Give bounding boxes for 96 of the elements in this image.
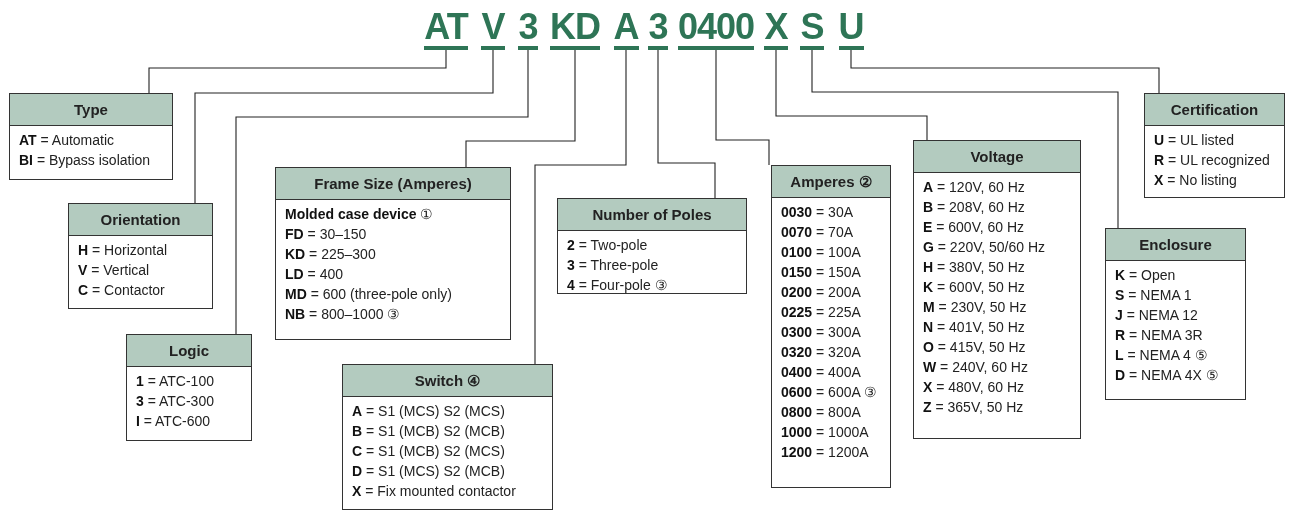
code-option: D = S1 (MCS) S2 (MCB) [352, 461, 505, 481]
code-segment: 0400 [677, 8, 755, 50]
connector-line [811, 49, 1119, 229]
code-option: M = 230V, 50 Hz [923, 297, 1027, 317]
code-option: NB = 800–1000 ③ [285, 304, 401, 324]
code-option: 1200 = 1200A [781, 442, 869, 462]
code-option: 0200 = 200A [781, 282, 861, 302]
table-heading: Enclosure [1106, 229, 1245, 261]
connector-line [850, 49, 1160, 94]
code-option: 0600 = 600A ③ [781, 382, 877, 402]
code-option: 4 = Four-pole ③ [567, 275, 668, 295]
code-option: N = 401V, 50 Hz [923, 317, 1025, 337]
code-option: L = NEMA 4 ⑤ [1115, 345, 1208, 365]
code-option: E = 600V, 60 Hz [923, 217, 1025, 237]
connector-line [194, 49, 494, 204]
code-option: Molded case device ① [285, 204, 434, 224]
code-option: 0100 = 100A [781, 242, 861, 262]
code-option: W = 240V, 60 Hz [923, 357, 1028, 377]
code-option: H = 380V, 50 Hz [923, 257, 1025, 277]
code-option: KD = 225–300 [285, 244, 376, 264]
code-option: H = Horizontal [78, 240, 168, 260]
code-option: X = Fix mounted contactor [352, 481, 516, 501]
code-table [9, 93, 173, 180]
code-table [1144, 93, 1285, 198]
code-option: 0030 = 30A [781, 202, 854, 222]
code-option: O = 415V, 50 Hz [923, 337, 1026, 357]
code-segment: V [481, 8, 505, 50]
code-option: 0225 = 225A [781, 302, 861, 322]
code-option: 0300 = 300A [781, 322, 861, 342]
code-segment: S [800, 8, 824, 50]
code-option: Z = 365V, 50 Hz [923, 397, 1024, 417]
code-option: B = 208V, 60 Hz [923, 197, 1025, 217]
code-segment: U [838, 8, 864, 50]
code-option: 0400 = 400A [781, 362, 861, 382]
code-table [557, 198, 747, 294]
code-option: 3 = ATC-300 [136, 391, 214, 411]
code-segment: KD [550, 8, 600, 50]
code-segment: AT [424, 8, 468, 50]
connector-line [148, 49, 447, 94]
code-option: X = 480V, 60 Hz [923, 377, 1025, 397]
code-option: V = Vertical [78, 260, 150, 280]
table-heading: Frame Size (Amperes) [276, 168, 510, 200]
connector-line [657, 49, 716, 199]
code-option: LD = 400 [285, 264, 343, 284]
code-option: AT = Automatic [19, 130, 115, 150]
table-heading: Type [10, 94, 172, 126]
code-option: G = 220V, 50/60 Hz [923, 237, 1046, 257]
table-heading: Number of Poles [558, 199, 746, 231]
code-table [771, 165, 891, 488]
code-option: J = NEMA 12 [1115, 305, 1198, 325]
code-option: D = NEMA 4X ⑤ [1115, 365, 1219, 385]
code-option: C = Contactor [78, 280, 165, 300]
code-option: 0800 = 800A [781, 402, 861, 422]
code-option: 2 = Two-pole [567, 235, 648, 255]
code-table [913, 140, 1081, 439]
connector-line [715, 49, 770, 166]
table-heading: Certification [1145, 94, 1284, 126]
code-table [68, 203, 213, 309]
code-table [126, 334, 252, 441]
code-option: R = UL recognized [1154, 150, 1270, 170]
code-segment: 3 [648, 8, 668, 50]
connector-line [235, 49, 529, 335]
code-option: 1000 = 1000A [781, 422, 869, 442]
code-option: FD = 30–150 [285, 224, 367, 244]
code-option: 0070 = 70A [781, 222, 854, 242]
code-option: X = No listing [1154, 170, 1237, 190]
code-option: 1 = ATC-100 [136, 371, 214, 391]
code-option: C = S1 (MCB) S2 (MCS) [352, 441, 505, 461]
code-option: B = S1 (MCB) S2 (MCB) [352, 421, 505, 441]
code-option: A = 120V, 60 Hz [923, 177, 1025, 197]
code-segment: X [764, 8, 788, 50]
code-table [1105, 228, 1246, 400]
code-option: A = S1 (MCS) S2 (MCS) [352, 401, 505, 421]
code-segment: 3 [518, 8, 538, 50]
code-table [342, 364, 553, 510]
connector-line [465, 49, 576, 168]
code-option: K = Open [1115, 265, 1176, 285]
code-option: K = 600V, 50 Hz [923, 277, 1025, 297]
code-option: U = UL listed [1154, 130, 1235, 150]
code-option: BI = Bypass isolation [19, 150, 151, 170]
code-option: I = ATC-600 [136, 411, 211, 431]
table-heading: Switch ④ [343, 365, 552, 397]
code-option: MD = 600 (three-pole only) [285, 284, 452, 304]
code-segment: A [613, 8, 639, 50]
code-option: 0150 = 150A [781, 262, 861, 282]
table-heading: Amperes ② [772, 166, 890, 198]
code-table [275, 167, 511, 340]
connector-line [534, 49, 627, 365]
table-heading: Voltage [914, 141, 1080, 173]
code-option: S = NEMA 1 [1115, 285, 1192, 305]
code-option: 0320 = 320A [781, 342, 861, 362]
code-option: R = NEMA 3R [1115, 325, 1203, 345]
table-heading: Logic [127, 335, 251, 367]
table-heading: Orientation [69, 204, 212, 236]
code-option: 3 = Three-pole [567, 255, 659, 275]
connector-line [775, 49, 928, 141]
